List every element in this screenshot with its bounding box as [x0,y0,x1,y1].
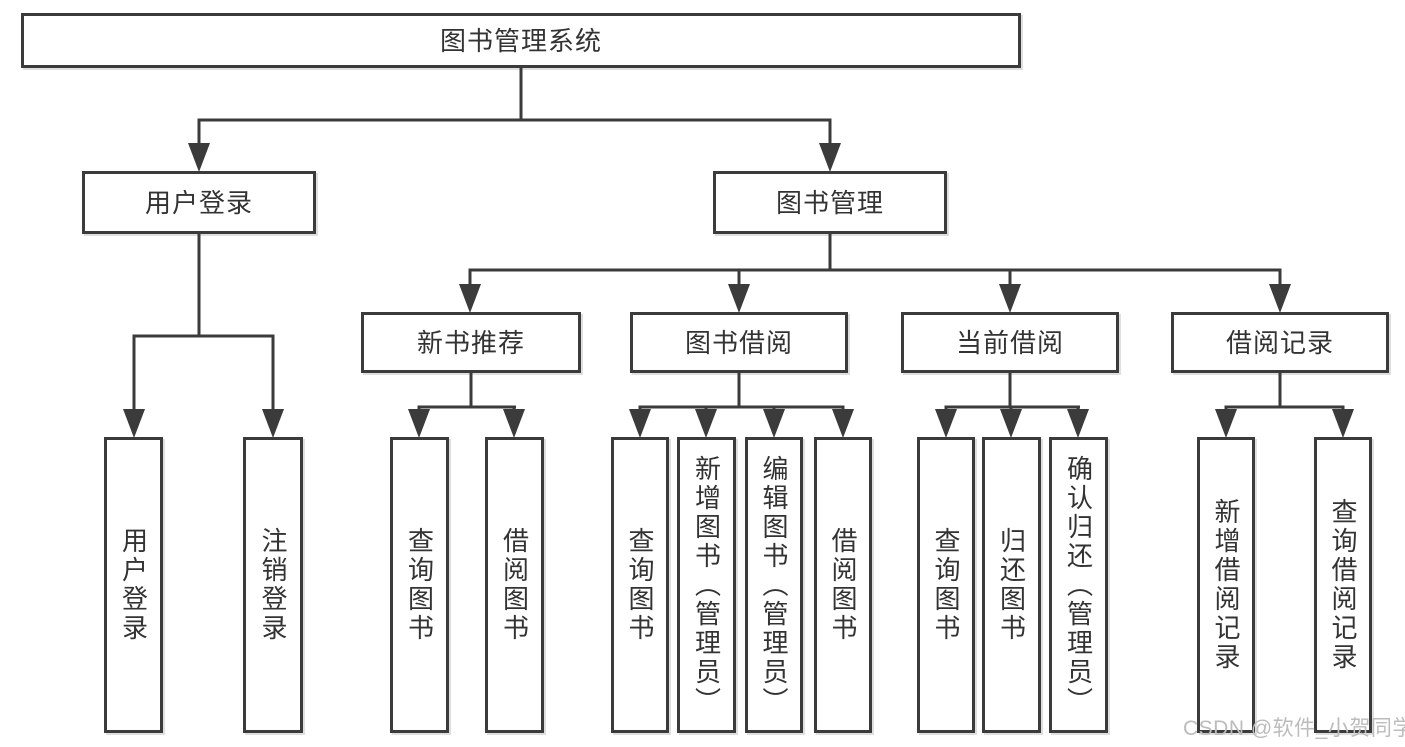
arrowhead-icon [728,284,750,313]
node-label: 新增借阅记录 [1211,498,1241,672]
arrowhead-icon [459,284,481,313]
node-book-management: 图书管理 [713,171,947,234]
node-label: 图书借阅 [684,327,793,358]
leaf-logout: 注销登录 [243,437,303,733]
node-label: 新书推荐 [416,327,525,358]
arrowhead-icon [1067,409,1089,438]
arrowhead-icon [503,409,525,438]
node-label: 借阅图书 [499,527,530,643]
node-label: 确认归还（管理员） [1063,454,1094,716]
arrowhead-icon [819,143,841,172]
connector-new-books-children [408,373,525,438]
arrowhead-icon [1269,284,1291,313]
connector-current-children [935,373,1089,438]
leaf-query-books: 查询图书 [390,437,449,733]
connector-line [638,373,845,412]
node-label: 新增图书（管理员） [691,454,722,716]
node-label: 借阅图书 [828,527,858,643]
node-label: 查询图书 [625,527,655,643]
leaf-return-books: 归还图书 [982,437,1041,733]
connector-line [197,68,832,146]
node-label: 归还图书 [996,527,1027,643]
node-label: 注销登录 [258,527,288,643]
connector-user-login-children [123,234,284,438]
arrowhead-icon [408,409,430,438]
connector-borrowing-children [629,373,854,438]
connector-line [1224,373,1345,412]
leaf-confirm-return-admin: 确认归还（管理员） [1049,437,1108,733]
connector-book-management-to-level3 [459,234,1291,313]
node-label: 查询借阅记录 [1328,498,1358,672]
node-label: 图书管理系统 [439,25,602,56]
leaf-query-books: 查询图书 [611,437,669,733]
arrowhead-icon [935,409,957,438]
arrowhead-icon [123,409,145,438]
node-current-borrowing: 当前借阅 [901,312,1119,373]
leaf-add-books-admin: 新增图书（管理员） [677,437,736,733]
connector-line [417,373,516,412]
node-label: 查询图书 [931,527,961,643]
node-label: 借阅记录 [1225,327,1334,358]
leaf-query-borrow-record: 查询借阅记录 [1314,437,1372,733]
node-new-book-recommendation: 新书推荐 [361,312,581,373]
leaf-borrow-books: 借阅图书 [814,437,872,733]
leaf-query-books: 查询图书 [917,437,975,733]
leaf-borrow-books: 借阅图书 [485,437,544,733]
connector-line [132,234,275,410]
arrowhead-icon [1000,409,1022,438]
node-label: 当前借阅 [955,327,1064,358]
node-label: 用户登录 [144,187,253,218]
connector-line [468,234,1282,286]
arrowhead-icon [832,409,854,438]
arrowhead-icon [1332,409,1354,438]
connector-line [944,373,1080,412]
node-book-borrowing: 图书借阅 [630,312,848,373]
node-library-management-system: 图书管理系统 [21,13,1021,68]
leaf-add-borrow-record: 新增借阅记录 [1197,437,1255,733]
arrowhead-icon [262,409,284,438]
arrowhead-icon [999,284,1021,313]
node-label: 查询图书 [404,527,435,643]
arrowhead-icon [763,409,785,438]
arrowhead-icon [695,409,717,438]
arrowhead-icon [629,409,651,438]
leaf-user-login: 用户登录 [104,437,163,733]
arrowhead-icon [188,143,210,172]
node-label: 编辑图书（管理员） [759,454,789,716]
node-user-login: 用户登录 [82,171,316,234]
leaf-edit-books-admin: 编辑图书（管理员） [745,437,803,733]
connector-records-children [1215,373,1354,438]
connector-root-to-level2 [188,68,841,172]
node-label: 图书管理 [775,187,884,218]
node-label: 用户登录 [118,527,149,643]
arrowhead-icon [1215,409,1237,438]
node-borrowing-records: 借阅记录 [1171,312,1389,373]
csdn-watermark: CSDN @软件_小贺同学 [1183,717,1405,740]
